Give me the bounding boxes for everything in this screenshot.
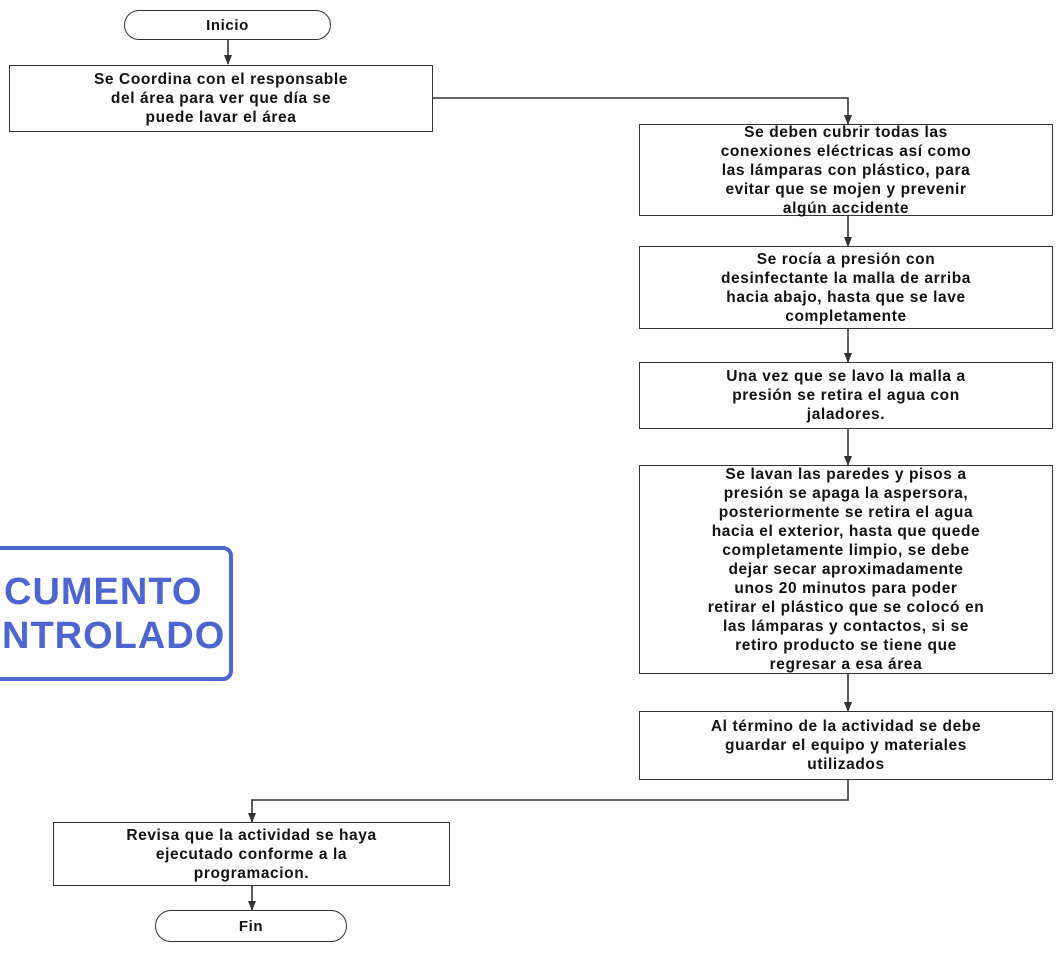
step-review-activity: Revisa que la actividad se haya ejecutad… [53, 822, 450, 886]
stamp-line-2: NTROLADO [2, 615, 226, 657]
stamp-line-1: CUMENTO [4, 571, 203, 613]
step-wash-walls-floors: Se lavan las paredes y pisos a presión s… [639, 465, 1053, 674]
end-terminal: Fin [155, 910, 347, 942]
connector-step6-step7 [248, 779, 849, 823]
controlled-document-stamp: CUMENTO NTROLADO [0, 546, 233, 681]
start-terminal: Inicio [124, 10, 331, 40]
step-remove-water: Una vez que se lavo la malla a presión s… [639, 362, 1053, 429]
step-store-equipment: Al término de la actividad se debe guard… [639, 711, 1053, 780]
step-cover-connections: Se deben cubrir todas las conexiones elé… [639, 124, 1053, 217]
step-coordinate-area: Se Coordina con el responsable del área … [9, 65, 433, 132]
step-spray-mesh: Se rocía a presión con desinfectante la … [639, 246, 1053, 329]
connector-step1-step2 [432, 97, 852, 125]
